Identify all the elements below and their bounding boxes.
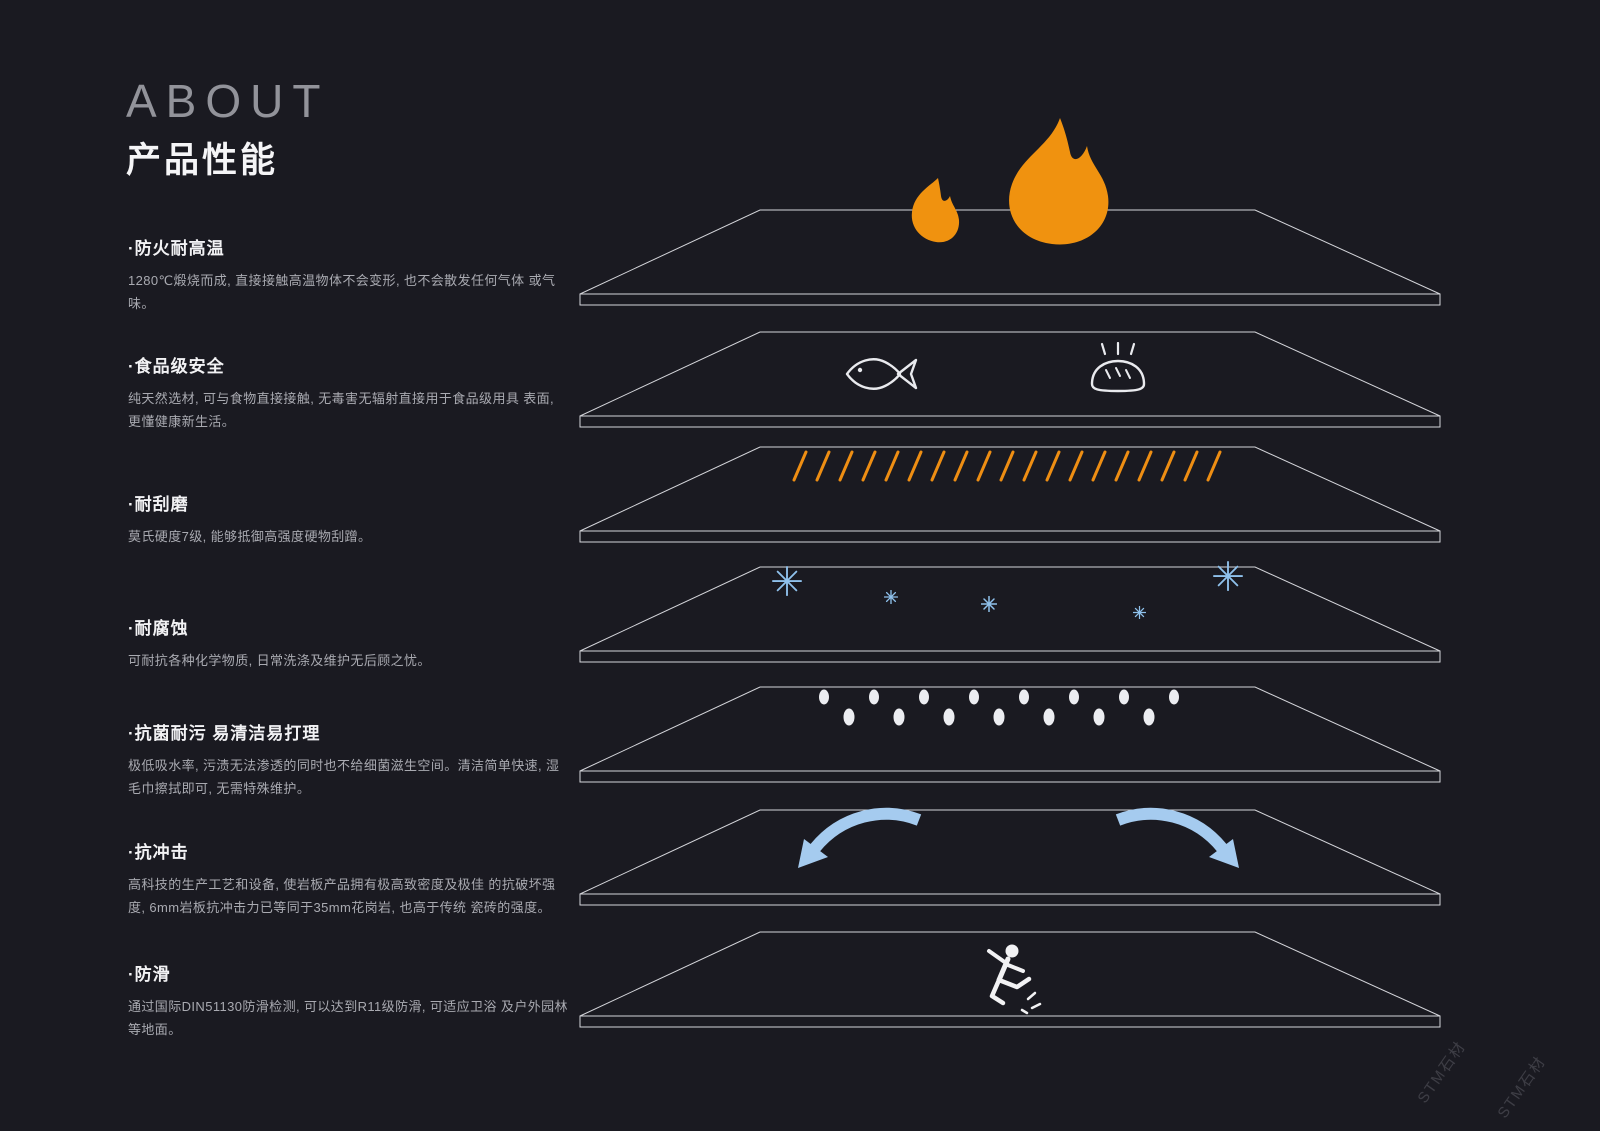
feature-title: ·抗冲击 <box>128 843 189 862</box>
slab-outline <box>579 446 1441 543</box>
scratch-marks-icon <box>792 450 1222 482</box>
watermark: STM石材 <box>1414 1038 1470 1107</box>
snowflake-icon <box>1213 561 1243 591</box>
feature-desc: 高科技的生产工艺和设备, 使岩板产品拥有极高致密度及极佳 的抗破坏强度, 6mm… <box>128 877 556 915</box>
feature-title: ·食品级安全 <box>128 357 225 376</box>
about-heading: ABOUT <box>126 75 330 127</box>
feature-scratch-resistant: ·耐刮磨 莫氏硬度7级, 能够抵御高强度硬物刮蹭。 <box>128 490 570 549</box>
snowflake-icon <box>981 596 997 612</box>
slab-outline <box>579 809 1441 906</box>
feature-desc: 通过国际DIN51130防滑检测, 可以达到R11级防滑, 可适应卫浴 及户外园… <box>128 999 568 1037</box>
feature-antibacterial: ·抗菌耐污 易清洁易打理 极低吸水率, 污渍无法渗透的同时也不给细菌滋生空间。清… <box>128 719 570 801</box>
feature-title: ·抗菌耐污 易清洁易打理 <box>128 724 321 743</box>
snowflake-icon <box>772 566 802 596</box>
feature-desc: 莫氏硬度7级, 能够抵御高强度硬物刮蹭。 <box>128 529 372 544</box>
slab-layer-scratch <box>578 446 1442 544</box>
snowflake-icon <box>1133 606 1146 619</box>
slab-outline <box>579 331 1441 428</box>
slab-outline <box>579 686 1441 783</box>
bounce-arrow-icon <box>1115 807 1239 868</box>
slab-layer-impact <box>578 809 1442 907</box>
feature-title: ·防火耐高温 <box>128 239 225 258</box>
feature-impact-resistant: ·抗冲击 高科技的生产工艺和设备, 使岩板产品拥有极高致密度及极佳 的抗破坏强度… <box>128 838 570 920</box>
slab-layer-antibacterial <box>578 686 1442 784</box>
slab-outline <box>579 566 1441 663</box>
droplets-icon <box>819 689 1179 726</box>
slab-layer-food-safe <box>578 331 1442 429</box>
feature-food-safe: ·食品级安全 纯天然选材, 可与食物直接接触, 无毒害无辐射直接用于食品级用具 … <box>128 352 570 434</box>
snowflake-icon <box>884 590 898 604</box>
slab-outline <box>579 931 1441 1028</box>
feature-desc: 1280℃煅烧而成, 直接接触高温物体不会变形, 也不会散发任何气体 或气味。 <box>128 273 556 311</box>
feature-corrosion-resistant: ·耐腐蚀 可耐抗各种化学物质, 日常洗涤及维护无后顾之忧。 <box>128 614 570 673</box>
feature-desc: 极低吸水率, 污渍无法渗透的同时也不给细菌滋生空间。清洁简单快速, 湿毛巾擦拭即… <box>128 758 560 796</box>
feature-title: ·防滑 <box>128 965 171 984</box>
bounce-arrow-icon <box>798 807 922 868</box>
feature-anti-slip: ·防滑 通过国际DIN51130防滑检测, 可以达到R11级防滑, 可适应卫浴 … <box>128 960 570 1042</box>
page-title: 产品性能 <box>126 141 279 180</box>
watermark: STM石材 <box>1494 1053 1550 1122</box>
feature-title: ·耐腐蚀 <box>128 619 189 638</box>
slab-layer-corrosion <box>578 566 1442 664</box>
slipping-person-icon <box>987 944 1042 1015</box>
slab-layer-antislip <box>578 931 1442 1029</box>
fish-icon <box>845 358 918 390</box>
feature-fireproof: ·防火耐高温 1280℃煅烧而成, 直接接触高温物体不会变形, 也不会散发任何气… <box>128 234 570 316</box>
flame-icon <box>911 118 1109 245</box>
feature-desc: 可耐抗各种化学物质, 日常洗涤及维护无后顾之忧。 <box>128 653 431 668</box>
bread-icon <box>1090 342 1146 393</box>
feature-desc: 纯天然选材, 可与食物直接接触, 无毒害无辐射直接用于食品级用具 表面, 更懂健… <box>128 391 555 429</box>
feature-title: ·耐刮磨 <box>128 495 189 514</box>
